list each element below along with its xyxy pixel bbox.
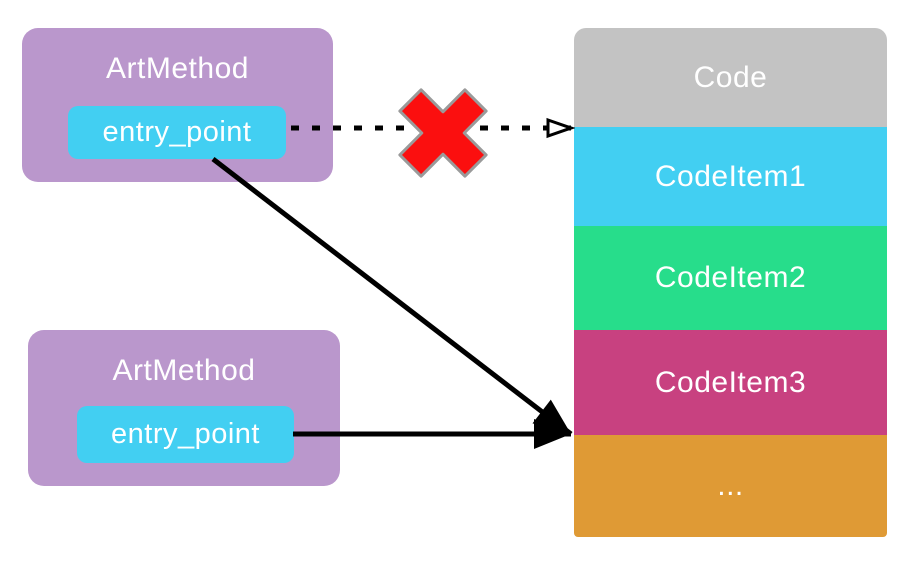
code-segment-label: CodeItem2 [654, 261, 807, 294]
code-segment-label: Code [693, 60, 768, 94]
code-segment-item2: CodeItem2 [574, 226, 887, 330]
art-method-box-2: ArtMethod entry_point [28, 330, 340, 486]
art-method-2-title: ArtMethod [112, 354, 256, 387]
code-segment-label: CodeItem3 [654, 365, 807, 399]
code-segment-ellipsis: ... [574, 435, 887, 537]
art-method-box-1: ArtMethod entry_point [22, 28, 333, 182]
art-method-1-title: ArtMethod [106, 52, 249, 85]
entry-point-field-2: entry_point [77, 406, 294, 463]
code-column: Code CodeItem1 CodeItem2 CodeItem3 ... [574, 28, 887, 537]
code-segment-item1: CodeItem1 [574, 127, 887, 226]
code-segment-label: CodeItem1 [654, 159, 807, 193]
entry-point-field-1: entry_point [68, 106, 286, 159]
code-segment-item3: CodeItem3 [574, 330, 887, 435]
red-x-icon [398, 88, 488, 178]
code-segment-label: ... [717, 469, 744, 502]
code-segment-header: Code [574, 28, 887, 127]
